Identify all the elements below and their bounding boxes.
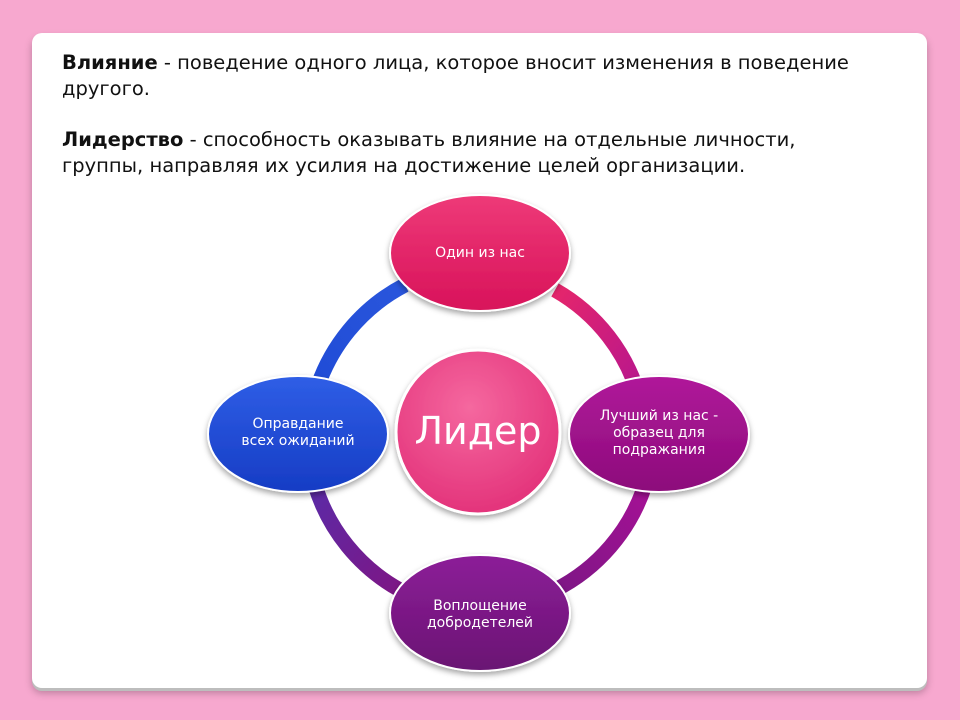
definitions-text: Влияние - поведение одного лица, которое… (62, 50, 882, 179)
node-center (394, 348, 562, 516)
influence-term: Влияние (62, 51, 158, 74)
node-top (389, 194, 571, 312)
leadership-text: - способность оказывать влияние на отдел… (62, 128, 796, 177)
ring-segment-bottom-left (307, 482, 404, 597)
node-right (568, 375, 750, 493)
leadership-definition: Лидерство - способность оказывать влияни… (62, 127, 882, 179)
node-bottom-label: Воплощение добродетелей (426, 598, 534, 631)
node-top-label: Один из нас (435, 244, 525, 261)
leadership-term: Лидерство (62, 128, 184, 151)
node-left-label: Оправдание всех ожиданий (241, 416, 355, 449)
ring-segment-bottom-right (551, 482, 653, 597)
node-center-label: Лидер (414, 409, 542, 453)
influence-text: - поведение одного лица, которое вносит … (62, 51, 849, 100)
influence-definition: Влияние - поведение одного лица, которое… (62, 50, 882, 102)
node-left (207, 375, 389, 493)
node-bottom (389, 554, 571, 672)
node-right-label: Лучший из нас - образец для подражания (599, 407, 719, 458)
